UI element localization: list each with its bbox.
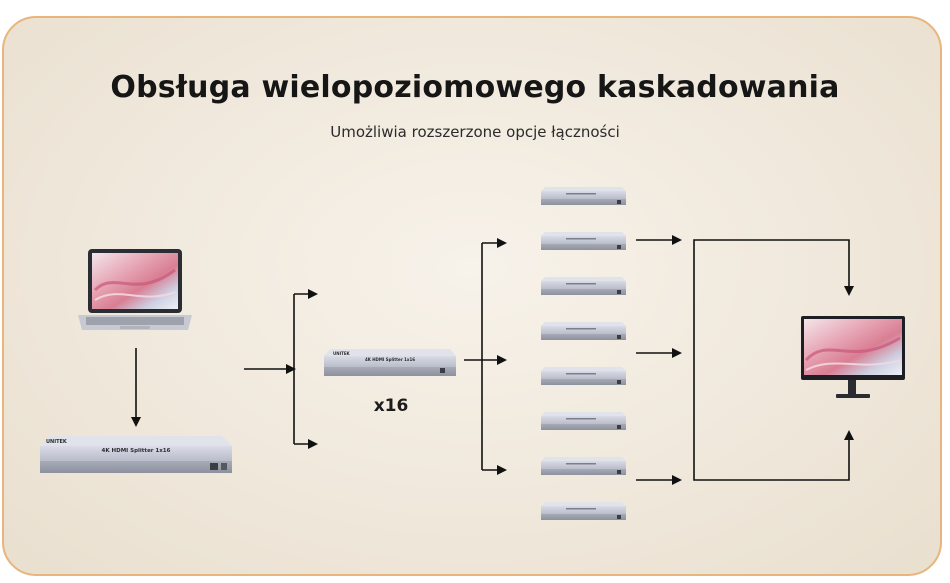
right-splitter-device-8	[541, 502, 626, 520]
right-splitter-device-2	[541, 232, 626, 250]
middle-splitter-device: UNITEK 4K HDMI Splitter 1x16	[324, 349, 456, 376]
right-splitter-device-3	[541, 277, 626, 295]
right-splitter-device-4	[541, 322, 626, 340]
laptop-icon	[78, 249, 192, 330]
right-splitter-device-7	[541, 457, 626, 475]
branch-bracket-2	[481, 238, 507, 475]
main-splitter-brand: UNITEK	[46, 439, 68, 445]
monitor-icon	[801, 316, 905, 398]
middle-splitter-brand: UNITEK	[333, 351, 351, 356]
right-splitter-device-6	[541, 412, 626, 430]
right-splitter-stack	[541, 187, 626, 520]
page-subtitle: Umożliwia rozszerzone opcje łączności	[330, 123, 620, 141]
main-splitter-model: 4K HDMI Splitter 1x16	[102, 448, 171, 454]
main-splitter-device: UNITEK 4K HDMI Splitter 1x16	[40, 436, 232, 473]
middle-splitter-model: 4K HDMI Splitter 1x16	[365, 357, 415, 362]
right-splitter-device-5	[541, 367, 626, 385]
branch-bracket-1	[293, 289, 318, 449]
page-title: Obsługa wielopoziomowego kaskadowania	[110, 70, 840, 105]
bracket-to-monitor	[693, 239, 854, 481]
cascade-count-label: x16	[373, 396, 409, 416]
right-splitter-device-1	[541, 187, 626, 205]
